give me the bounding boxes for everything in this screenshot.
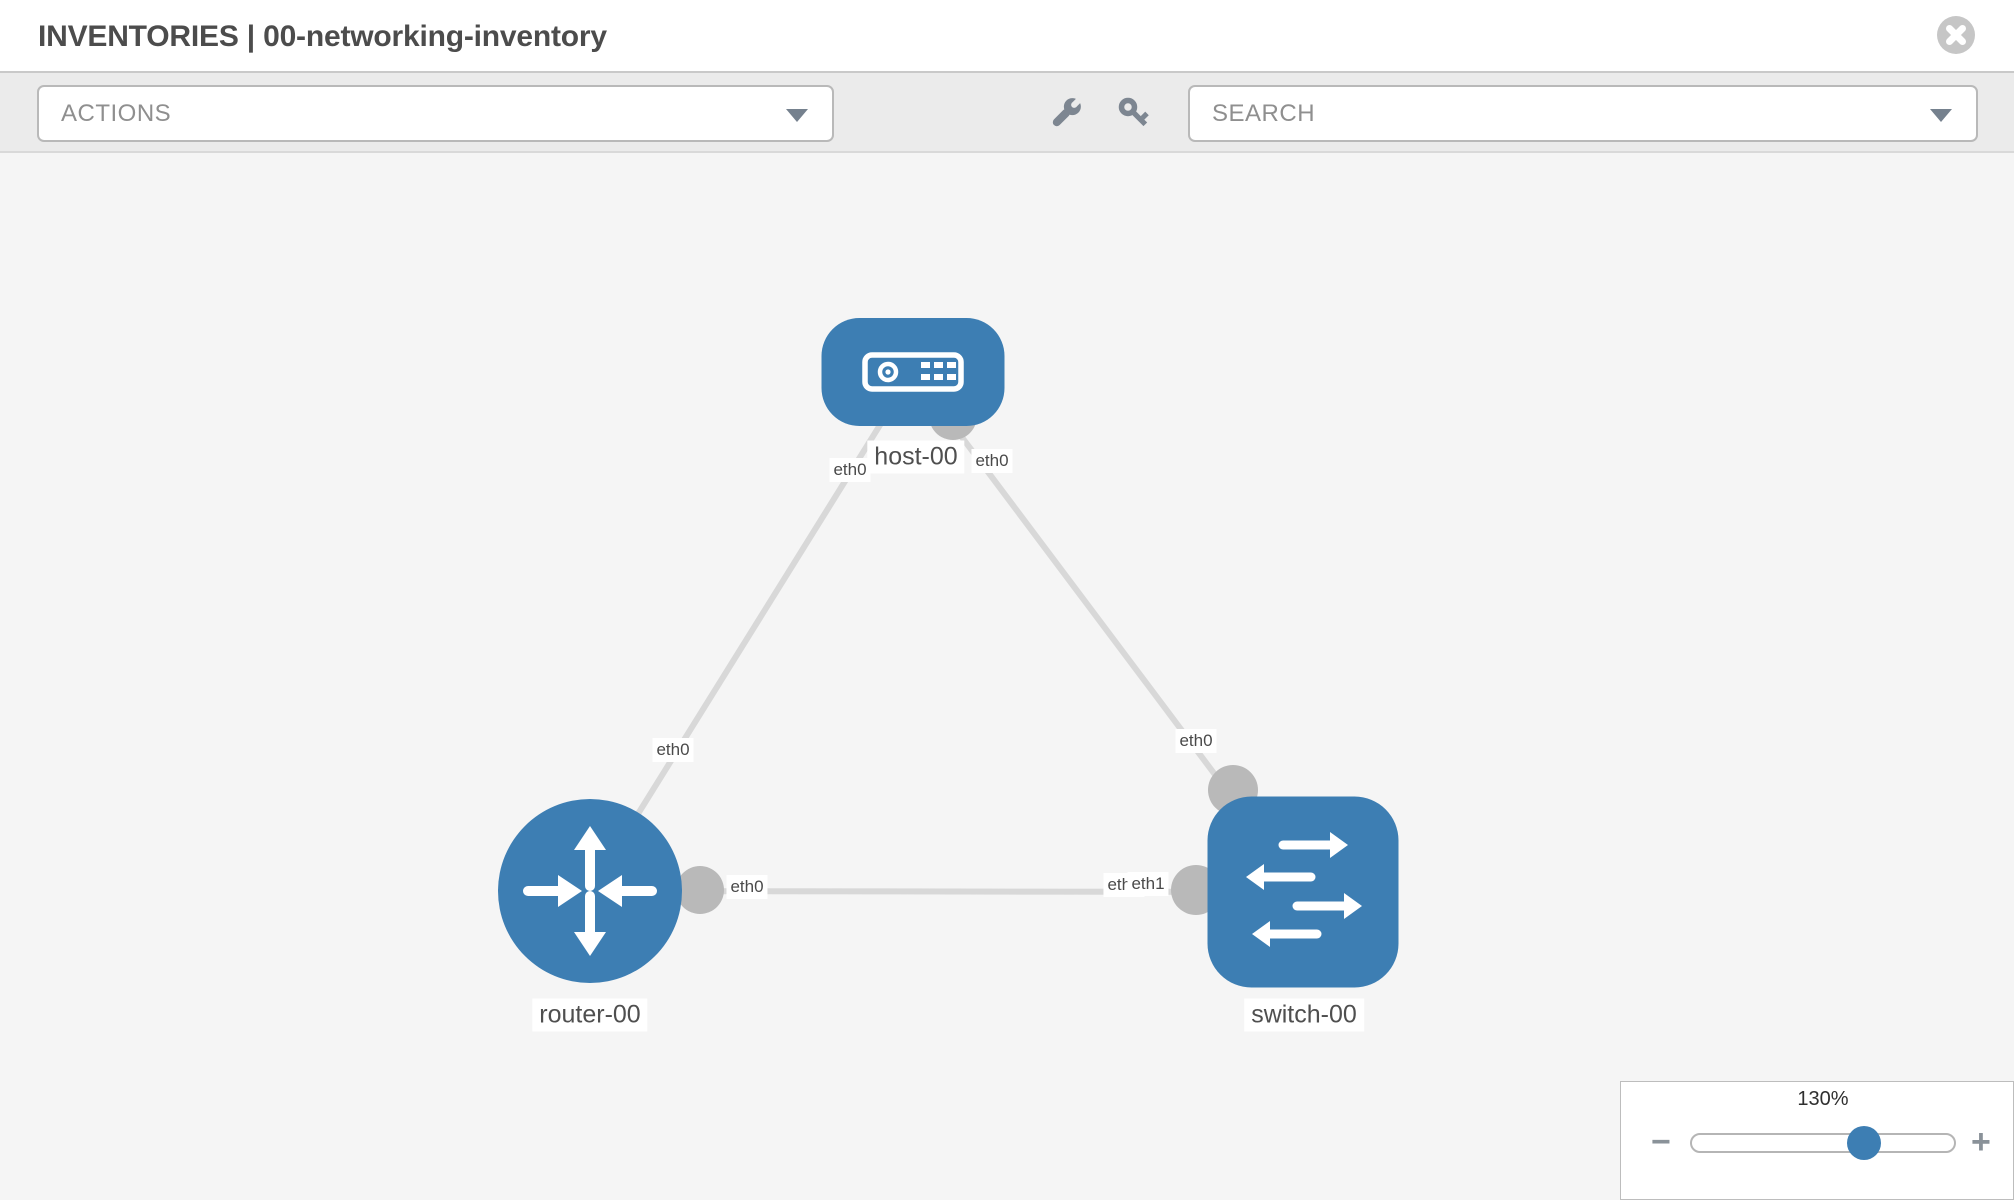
zoom-in-button[interactable]: + [1971,1123,1991,1161]
configure-button[interactable] [1046,93,1086,133]
credentials-button[interactable] [1114,93,1154,133]
switch-icon [1246,832,1362,947]
page-title: INVENTORIES | 00-networking-inventory [38,20,607,53]
zoom-control: 130% − + [1620,1081,2014,1200]
node-router-00[interactable] [498,799,682,983]
search-dropdown[interactable]: SEARCH [1188,85,1978,142]
node-label-switch-00: switch-00 [1244,998,1364,1032]
zoom-level: 130% [1797,1088,1849,1110]
host-icon [862,352,964,392]
search-dropdown-value: SEARCH [1212,99,1316,127]
node-label-router-00: router-00 [532,998,648,1032]
zoom-slider-track[interactable] [1690,1126,1956,1160]
node-label-host-00: host-00 [867,440,965,474]
close-icon [1946,25,1966,45]
actions-dropdown[interactable]: ACTIONS [37,85,834,142]
chevron-down-icon [1930,108,1952,122]
zoom-slider-thumb[interactable] [1847,1126,1881,1160]
iface-label-router-eth0-switch-link: eth0 [726,875,768,899]
iface-label-switch-eth0-host-link: eth0 [1175,729,1217,753]
iface-label-router-eth0-host-link: eth0 [652,738,694,762]
key-icon [1118,97,1149,127]
node-host-00[interactable] [821,318,1005,426]
header: INVENTORIES | 00-networking-inventory [0,0,2014,73]
actions-dropdown-value: ACTIONS [61,99,172,127]
close-button[interactable] [1937,16,1975,54]
interface-connectors [676,392,1258,915]
chevron-down-icon [786,108,808,122]
toolbar: ACTIONS SEARC [0,73,2014,153]
zoom-out-button[interactable]: − [1651,1123,1671,1161]
router-icon [523,826,657,956]
iface-label-switch-eth1-router-link: eth1 [1127,872,1169,896]
iface-label-host-eth0-router-link: eth0 [829,458,871,482]
connector-router-eth0 [676,866,724,914]
iface-label-host-eth0-switch-link: eth0 [971,449,1013,473]
node-switch-00[interactable] [1207,796,1399,988]
wrench-icon [1052,96,1083,127]
